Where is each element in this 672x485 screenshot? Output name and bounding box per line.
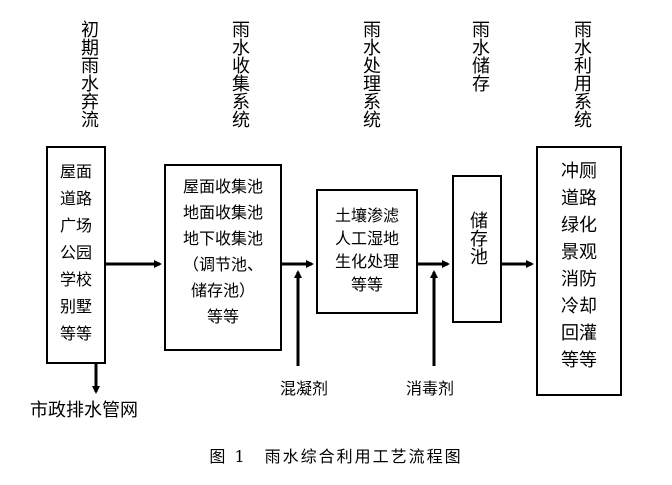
stage-heading-collection: 雨水收集系统 [229, 20, 250, 128]
treatment-box: 土壤渗滤 人工湿地 生化处理 等等 [316, 189, 418, 314]
utilization-list: 冲厕 道路 绿化 景观 消防 冷却 回灌 等等 [538, 148, 620, 374]
utilization-item: 绿化 [561, 215, 597, 236]
collection-item: 储存池） [190, 281, 255, 300]
sources-list: 屋面 道路 广场 公园 学校 别墅 等等 [48, 148, 104, 347]
collection-item: （调节池、 [182, 255, 263, 274]
stage-heading-utilization: 雨水利用系统 [571, 20, 592, 128]
stage-heading-treatment: 雨水处理系统 [360, 20, 381, 128]
sources-box: 屋面 道路 广场 公园 学校 别墅 等等 [46, 146, 106, 364]
treatment-item: 土壤渗滤 [334, 206, 399, 225]
utilization-item: 等等 [561, 350, 597, 371]
utilization-item: 冷却 [561, 296, 597, 317]
source-item: 等等 [59, 324, 92, 343]
storage-box: 储存池 [452, 175, 502, 323]
storage-label: 储存池 [467, 211, 488, 265]
source-item: 学校 [59, 270, 92, 289]
source-item: 广场 [59, 216, 92, 235]
collection-item: 地下收集池 [182, 229, 263, 248]
collection-item: 地面收集池 [182, 203, 263, 222]
collection-box: 屋面收集池 地面收集池 地下收集池 （调节池、 储存池） 等等 [164, 164, 282, 351]
source-item: 公园 [59, 243, 92, 262]
treatment-item: 生化处理 [334, 252, 399, 271]
collection-item: 屋面收集池 [182, 177, 263, 196]
stage-heading-storage: 雨水储存 [469, 20, 490, 92]
source-item: 别墅 [59, 297, 92, 316]
utilization-item: 道路 [561, 188, 597, 209]
stage-heading-initial-rain: 初期雨水弃流 [78, 20, 99, 128]
utilization-item: 回灌 [561, 323, 597, 344]
utilization-item: 消防 [561, 269, 597, 290]
source-item: 道路 [59, 189, 92, 208]
utilization-item: 景观 [561, 242, 597, 263]
treatment-item: 人工湿地 [334, 229, 399, 248]
figure-caption: 图 1 雨水综合利用工艺流程图 [209, 447, 463, 466]
collection-item: 等等 [206, 307, 239, 326]
treatment-list: 土壤渗滤 人工湿地 生化处理 等等 [318, 191, 416, 296]
collection-list: 屋面收集池 地面收集池 地下收集池 （调节池、 储存池） 等等 [166, 166, 280, 330]
disinfectant-label: 消毒剂 [406, 379, 455, 398]
coagulant-label: 混凝剂 [280, 379, 329, 398]
utilization-item: 冲厕 [561, 161, 597, 182]
source-item: 屋面 [59, 162, 92, 181]
drainage-label: 市政排水管网 [30, 400, 138, 421]
utilization-box: 冲厕 道路 绿化 景观 消防 冷却 回灌 等等 [536, 146, 622, 396]
treatment-item: 等等 [350, 275, 383, 294]
